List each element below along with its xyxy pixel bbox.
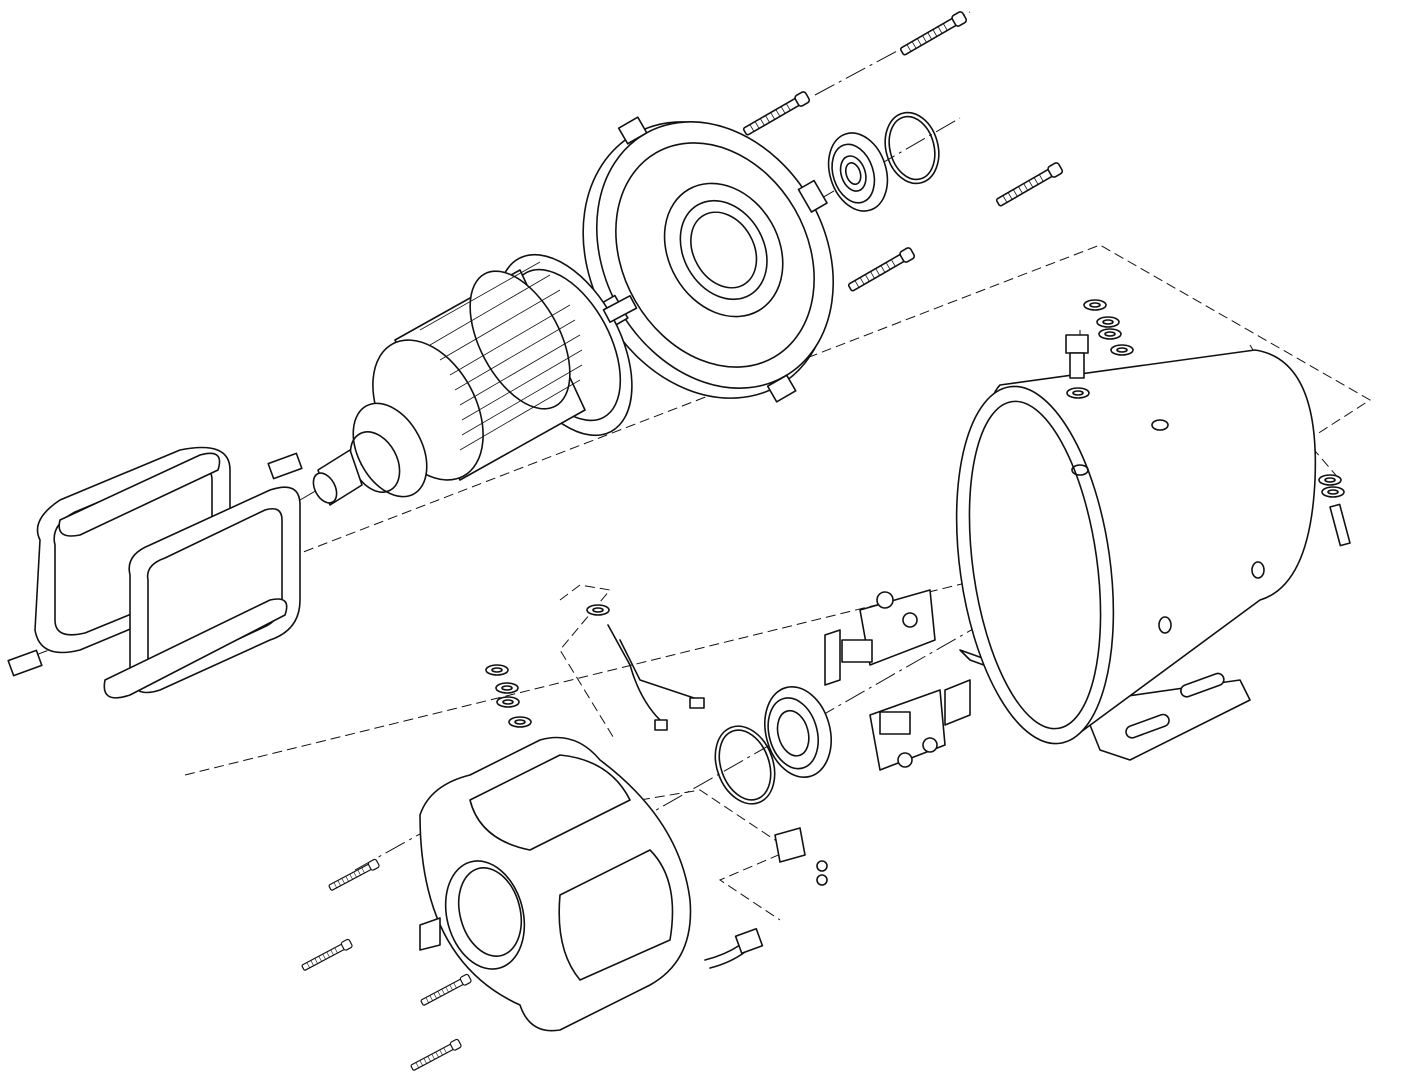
bearing-top: [827, 132, 889, 212]
hex-bolt-housing: [1065, 334, 1090, 399]
cable-lead: [586, 604, 705, 731]
brush-holder-upper: [824, 589, 936, 686]
bolt-lower-3: [419, 973, 473, 1008]
stator-housing: [955, 349, 1317, 761]
bolt-top-4: [846, 246, 917, 294]
end-bracket-top: [582, 116, 835, 403]
o-ring-lower: [714, 725, 776, 805]
bolt-top-2: [741, 90, 812, 138]
sensor-bracket: [774, 827, 828, 886]
bolt-top-1: [898, 10, 969, 58]
connector-plug: [704, 927, 764, 969]
bolt-lower-2: [300, 938, 354, 973]
brush-holder-lower: [869, 679, 971, 771]
circlip-top: [884, 111, 940, 185]
screw-housing-right: [1318, 474, 1351, 547]
bolt-lower-4: [409, 1038, 463, 1073]
bolt-top-3: [994, 161, 1065, 209]
end-bracket-lower: [419, 664, 692, 1032]
bearing-lower: [764, 686, 832, 778]
washer-stack-top: [1083, 299, 1134, 356]
bolt-lower-1: [327, 858, 381, 893]
armature: [312, 253, 638, 506]
field-coil-right: [103, 452, 303, 699]
